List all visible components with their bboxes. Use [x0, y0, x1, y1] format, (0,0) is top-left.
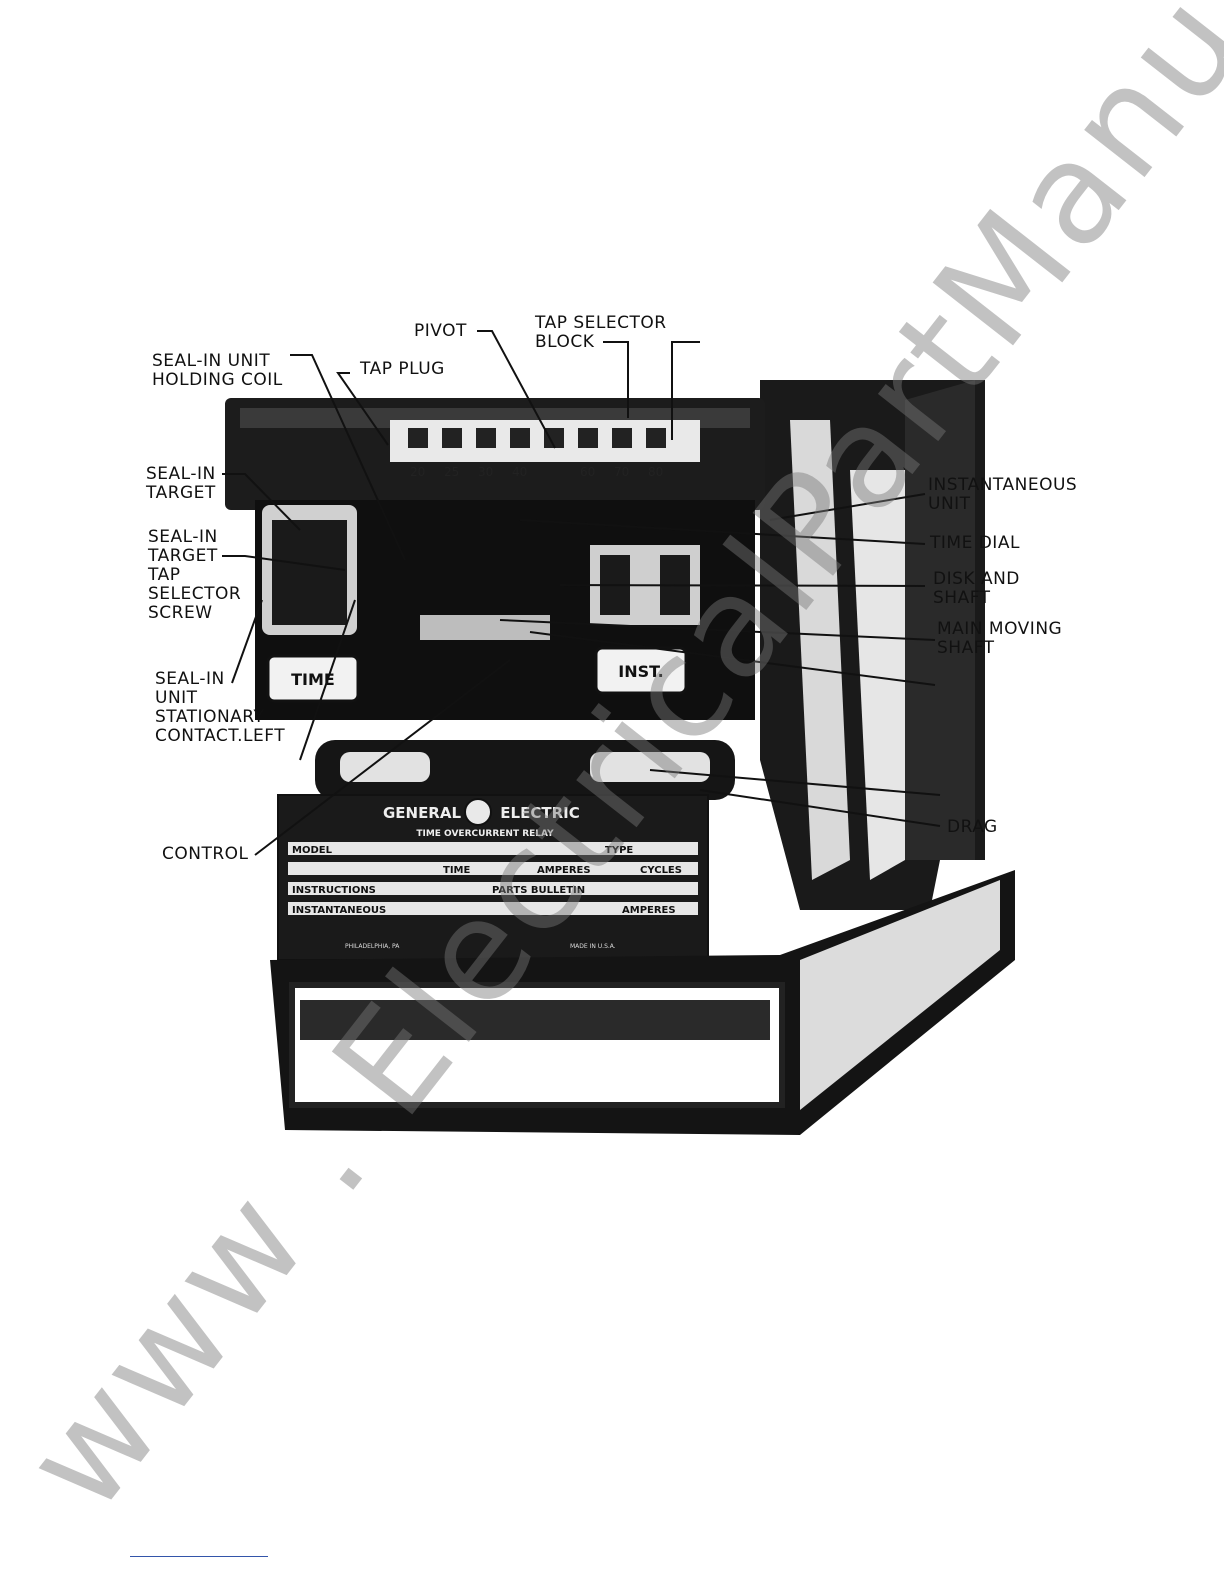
nameplate-model: MODEL — [292, 845, 333, 856]
label-time-dial: TIME DIAL — [930, 533, 1020, 553]
nameplate-footer-left: PHILADELPHIA, PA — [345, 943, 400, 950]
label-control: CONTROL — [162, 844, 249, 864]
inst-button-label: INST. — [618, 662, 663, 681]
tap-value: 60 — [580, 465, 595, 479]
label-seal-in-unit-holding-coil: SEAL-IN UNIT HOLDING COIL — [152, 351, 283, 390]
nameplate-cycles: CYCLES — [640, 865, 682, 876]
tap-value: 30 — [478, 465, 493, 479]
nameplate-instructions: INSTRUCTIONS — [292, 885, 376, 896]
time-button-label: TIME — [291, 670, 335, 689]
label-disk-and-shaft: DISK AND SHAFT — [933, 569, 1020, 608]
label-seal-in-target-tap-selector-screw: SEAL-IN TARGET TAP SELECTOR SCREW — [148, 527, 242, 623]
inst-plate — [594, 646, 688, 695]
time-plate — [266, 654, 360, 703]
label-main-moving-shaft: MAIN MOVING SHAFT — [937, 619, 1063, 658]
label-pivot: PIVOT — [414, 321, 467, 341]
nameplate-type: TYPE — [605, 845, 633, 856]
leader-lines — [222, 330, 941, 856]
nameplate-instantaneous: INSTANTANEOUS — [292, 905, 386, 916]
nameplate-brand-right: ELECTRIC — [500, 804, 579, 822]
nameplate-amperes-2: AMPERES — [622, 905, 676, 916]
tap-value: 80 — [648, 465, 663, 479]
label-instantaneous-unit: INSTANTANEOUS UNIT — [928, 475, 1078, 514]
footer-rule — [130, 1556, 268, 1557]
label-tap-plug: TAP PLUG — [360, 359, 445, 379]
label-seal-in-target: SEAL-IN TARGET — [146, 464, 216, 503]
label-seal-in-unit-stationary-contact-left: SEAL-IN UNIT STATIONARY CONTACT.LEFT — [155, 669, 286, 746]
tap-value: 70 — [614, 465, 629, 479]
tap-value: 40 — [512, 465, 527, 479]
label-tap-selector-block: TAP SELECTOR BLOCK — [535, 313, 667, 352]
tap-value: 20 — [410, 465, 425, 479]
ge-logo — [464, 798, 492, 826]
tap-value: 25 — [444, 465, 459, 479]
nameplate-parts-bulletin: PARTS BULLETIN — [492, 885, 585, 896]
nameplate-amperes: AMPERES — [537, 865, 591, 876]
nameplate-footer-right: MADE IN U.S.A. — [570, 943, 616, 950]
tap-holes — [408, 428, 666, 448]
label-drag: DRAG — [947, 817, 998, 837]
nameplate-subtitle: TIME OVERCURRENT RELAY — [416, 829, 554, 839]
nameplate — [277, 794, 709, 961]
nameplate-brand-left: GENERAL — [383, 804, 462, 822]
nameplate-time: TIME — [443, 865, 470, 876]
